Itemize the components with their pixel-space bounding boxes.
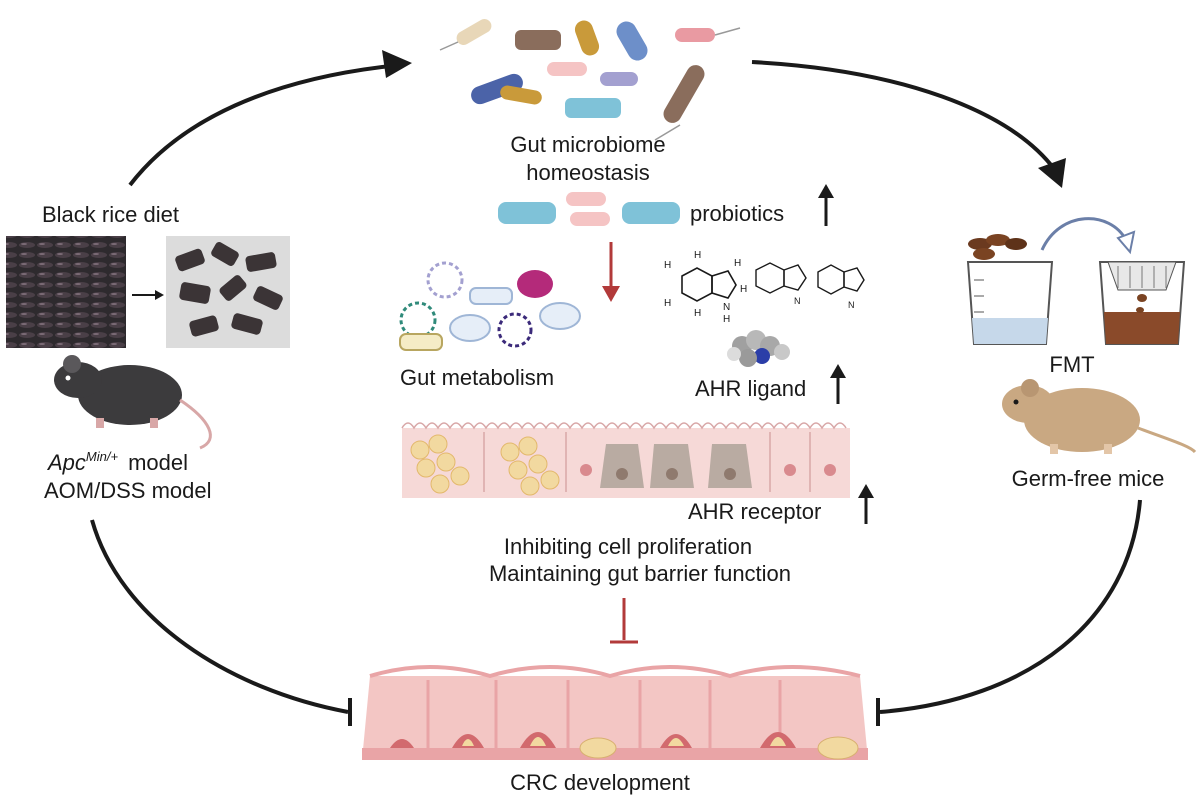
ahr-ligand-up-arrow <box>830 364 846 404</box>
crc-development-label: CRC development <box>510 770 690 795</box>
ahr-receptor-up-arrow <box>858 484 874 524</box>
atom-n-2: N <box>794 296 801 306</box>
probiotics-label: probiotics <box>690 201 784 226</box>
indole-structure-2 <box>755 262 807 294</box>
apc-model-word: model <box>128 450 188 475</box>
black-rice-diet-label: Black rice diet <box>42 202 179 227</box>
black-rice-photo <box>6 236 126 348</box>
cycle-inhibit-left <box>90 519 349 714</box>
red-down-arrow <box>602 242 620 302</box>
arrowhead-to-fmt <box>1038 158 1066 188</box>
gut-microbiome-line1: Gut microbiome <box>510 132 665 157</box>
inhibiting-cell-proliferation-label: Inhibiting cell proliferation <box>504 534 752 559</box>
atom-h-1: H <box>664 260 671 271</box>
gut-microbiome-illustration <box>439 19 741 141</box>
indole-structure-1 <box>681 267 737 302</box>
feed-pellets-photo <box>166 236 290 348</box>
colon-illustration <box>362 665 868 760</box>
gut-metabolism-label: Gut metabolism <box>400 365 554 390</box>
apc-model-label: ApcMin/+ model <box>46 449 188 475</box>
fmt-label: FMT <box>1049 352 1094 377</box>
maintaining-barrier-label: Maintaining gut barrier function <box>489 561 791 586</box>
cycle-arrow-diet-to-microbiome <box>128 63 401 187</box>
arrowhead-to-microbiome <box>382 50 412 78</box>
apc-superscript: Min/+ <box>86 449 119 464</box>
atom-h-4: H <box>664 298 671 309</box>
atom-h-5: H <box>694 308 701 319</box>
atom-nh-1: H <box>723 314 730 325</box>
ahr-receptor-label: AHR receptor <box>688 499 821 524</box>
germ-free-mouse-icon <box>1002 379 1197 454</box>
cycle-inhibit-right <box>879 499 1142 714</box>
space-filling-molecule-icon <box>727 330 790 367</box>
aom-dss-model-label: AOM/DSS model <box>44 478 212 503</box>
atom-h-6: H <box>740 284 747 295</box>
gut-metabolism-illustration <box>399 261 581 351</box>
atom-h-2: H <box>694 250 701 261</box>
cycle-arrow-microbiome-to-fmt <box>751 60 1057 172</box>
germ-free-mice-label: Germ-free mice <box>1012 466 1165 491</box>
ahr-ligand-label: AHR ligand <box>695 376 806 401</box>
fmt-illustration <box>966 217 1186 345</box>
atom-n-3: N <box>848 300 855 310</box>
apc-base-text: Apc <box>46 450 86 475</box>
apc-mouse-icon <box>54 355 212 450</box>
rice-to-pellet-arrow <box>132 290 164 300</box>
red-inhibit-bar <box>610 598 638 644</box>
gut-microbiome-line2: homeostasis <box>526 160 650 185</box>
probiotics-up-arrow <box>818 184 834 226</box>
indole-structure-3 <box>817 264 865 295</box>
atom-n-1: N <box>723 302 730 313</box>
probiotics-illustration <box>498 192 680 226</box>
intestinal-epithelium-illustration <box>401 422 850 498</box>
atom-h-3: H <box>734 258 741 269</box>
